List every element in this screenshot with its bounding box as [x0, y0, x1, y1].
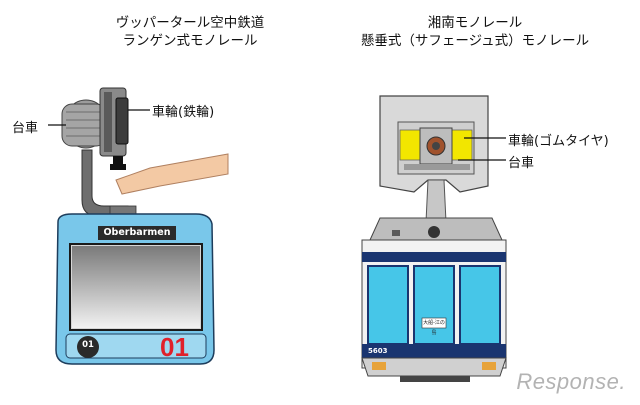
wuppertal-destination-sign	[98, 226, 176, 240]
right-title-line1: 湘南モノレール	[427, 15, 523, 31]
wuppertal-bogie-label: 台車	[12, 121, 39, 136]
shonan-hanger	[425, 179, 447, 223]
left-title-line1: ヴッパータール空中鉄道	[115, 15, 265, 31]
left-title: ヴッパータール空中鉄道 ランゲン式モノレール	[60, 14, 320, 50]
shonan-car-number: 5603	[368, 347, 388, 355]
shonan-window-right	[459, 265, 501, 345]
wuppertal-destination-text: Oberbarmen	[103, 227, 171, 238]
shonan-rubber-tire-left	[399, 129, 421, 161]
right-title-line2: 懸垂式（サフェージュ式）モノレール	[360, 33, 590, 49]
wuppertal-suspension	[48, 87, 229, 365]
shonan-destination-plate-bg	[421, 317, 447, 329]
wuppertal-route-badge	[77, 336, 99, 358]
right-title: 湘南モノレール 懸垂式（サフェージュ式）モノレール	[335, 14, 615, 50]
shonan-destination-plate: 大船-江の島	[423, 320, 445, 336]
shonan-bogie-label: 台車	[508, 156, 535, 171]
wuppertal-rail-beam	[115, 153, 229, 195]
shonan-door-window	[413, 265, 455, 345]
wuppertal-route-number: 01	[160, 332, 189, 362]
response-watermark: Response.	[516, 369, 626, 394]
shonan-window-left	[367, 265, 409, 345]
shonan-rubber-tire-right	[451, 129, 473, 161]
shonan-suspension	[361, 95, 507, 382]
left-title-line2: ランゲン式モノレール	[122, 33, 258, 49]
shonan-wheel-label: 車輪(ゴムタイヤ)	[508, 134, 609, 149]
wuppertal-route-small: 01	[82, 340, 94, 350]
wuppertal-steel-wheel	[115, 97, 129, 145]
wuppertal-wheel-label: 車輪(鉄輪)	[152, 105, 215, 120]
